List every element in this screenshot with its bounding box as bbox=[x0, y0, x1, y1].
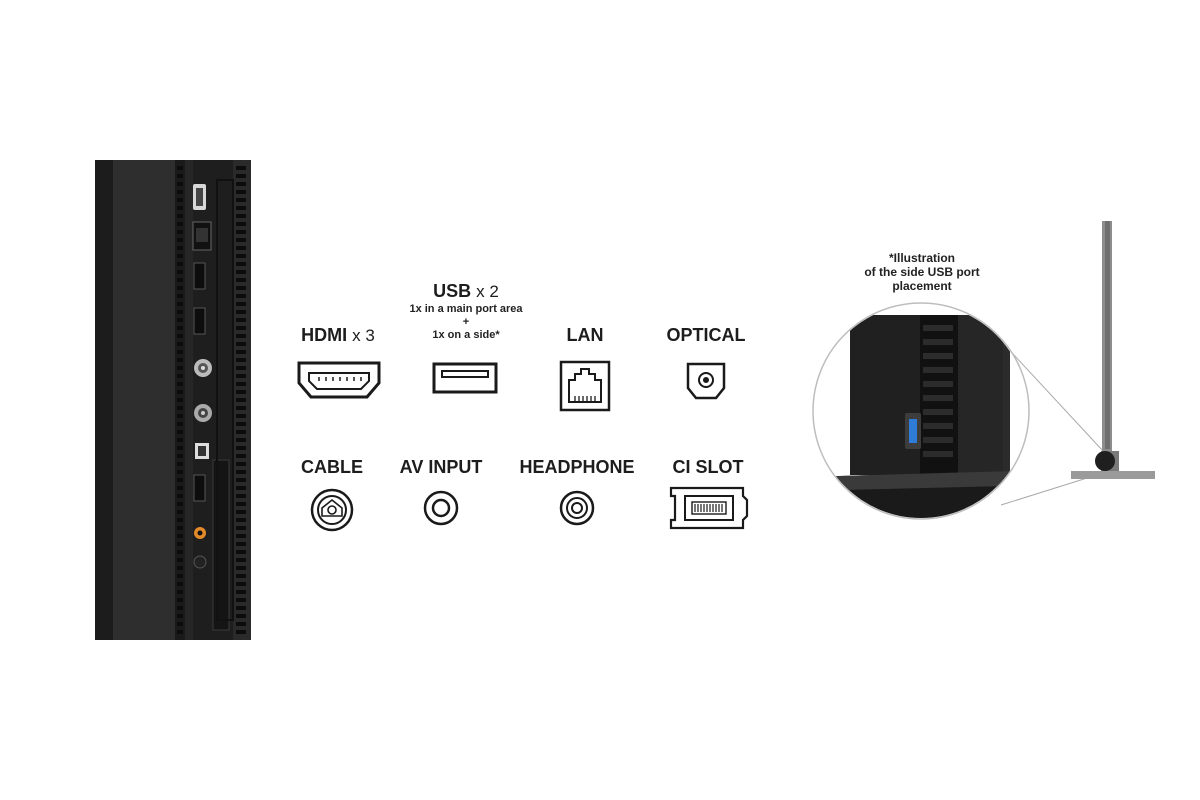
optical-label: OPTICAL bbox=[666, 325, 746, 345]
hdmi-port-icon bbox=[297, 361, 381, 399]
headphone-jack-icon bbox=[559, 490, 595, 526]
usb-label: USB x 2 bbox=[433, 281, 499, 301]
optical-port-icon bbox=[686, 362, 726, 400]
coax-port-icon bbox=[310, 488, 354, 532]
cable-label: CABLE bbox=[301, 457, 363, 477]
usb-port-icon bbox=[432, 362, 498, 394]
ci-card-icon bbox=[669, 486, 749, 530]
usb-note: 1x in a main port area + 1x on a side* bbox=[409, 303, 523, 341]
av-jack-icon bbox=[423, 490, 459, 526]
lan-label: LAN bbox=[566, 325, 604, 345]
av-input-label: AV INPUT bbox=[399, 457, 483, 477]
hdmi-label: HDMI x 3 bbox=[301, 325, 375, 345]
ci-slot-label: CI SLOT bbox=[672, 457, 744, 477]
lan-port-icon bbox=[559, 360, 611, 412]
headphone-label: HEADPHONE bbox=[519, 457, 635, 477]
illustration-note: *Illustration of the side USB port place… bbox=[864, 251, 980, 293]
side-usb-zoom-illustration bbox=[812, 221, 1155, 520]
tv-rear-panel-image bbox=[95, 160, 251, 640]
